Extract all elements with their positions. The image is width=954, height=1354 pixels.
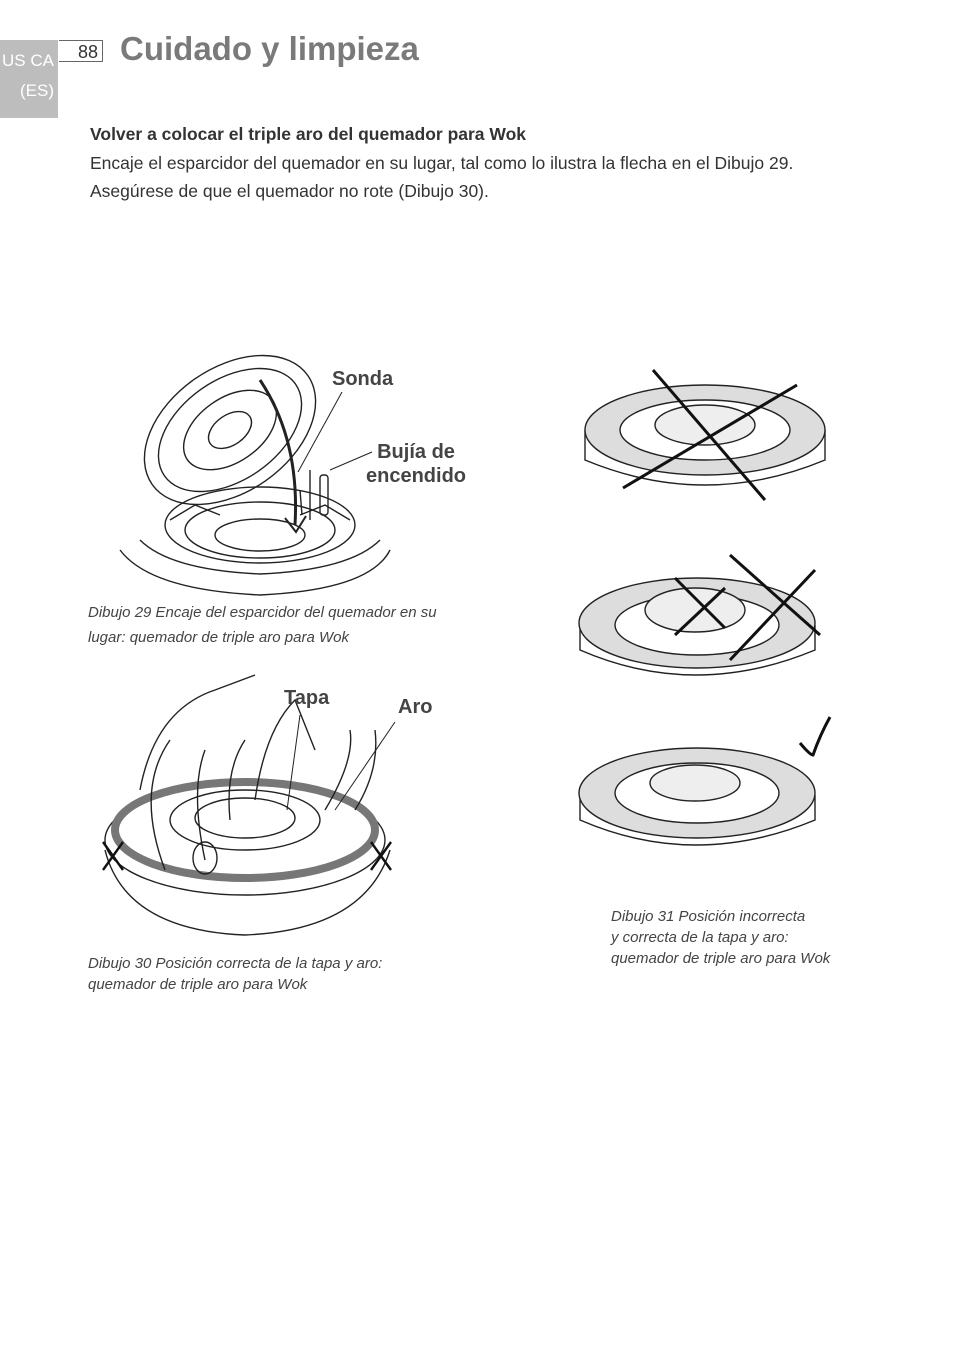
- probe-label: Sonda: [332, 368, 394, 390]
- igniter-label: Bujía de encendido: [366, 440, 466, 488]
- section-heading: Volver a colocar el triple aro del quema…: [90, 124, 527, 144]
- figure-30-caption: Dibujo 30 Posición correcta de la tapa y…: [88, 953, 382, 995]
- figure-31-caption-line-3: quemador de triple aro para Wok: [611, 950, 831, 967]
- ring-label: Aro: [398, 696, 433, 718]
- figure-29-illustration: [110, 340, 410, 600]
- figure-30-illustration: [95, 670, 405, 940]
- figure-30-caption-line-1: Dibujo 30 Posición correcta de la tapa y…: [88, 955, 383, 972]
- igniter-label-line-1: Bujía de: [377, 441, 455, 463]
- figure-31-burner-1: [575, 360, 835, 510]
- figure-31-burner-2: [575, 550, 835, 695]
- figure-31-caption-line-1: Dibujo 31 Posición incorrecta: [611, 908, 806, 925]
- section-body: Encaje el esparcidor del quemador en su …: [90, 149, 870, 205]
- region-label: US CA: [2, 51, 54, 70]
- cap-label: Tapa: [284, 687, 330, 709]
- figure-30-caption-line-2: quemador de triple aro para Wok: [88, 976, 308, 993]
- language-label: (ES): [20, 81, 54, 100]
- page-number: 88: [59, 40, 103, 62]
- figure-31-burner-3: [575, 715, 835, 865]
- figure-29-caption-line-1: Dibujo 29 Encaje del esparcidor del quem…: [88, 604, 437, 621]
- body-line-2: Asegúrese de que el quemador no rote (Di…: [90, 181, 489, 201]
- figure-31-caption-line-2: y correcta de la tapa y aro:: [611, 929, 789, 946]
- figure-29-caption: Dibujo 29 Encaje del esparcidor del quem…: [88, 600, 437, 650]
- page-title: Cuidado y limpieza: [120, 30, 419, 67]
- body-line-1: Encaje el esparcidor del quemador en su …: [90, 153, 794, 173]
- figure-29-caption-line-2: lugar: quemador de triple aro para Wok: [88, 629, 349, 646]
- region-tab: US CA (ES): [0, 40, 58, 118]
- igniter-label-line-2: encendido: [366, 465, 467, 487]
- figure-31-caption: Dibujo 31 Posición incorrecta y correcta…: [611, 906, 830, 969]
